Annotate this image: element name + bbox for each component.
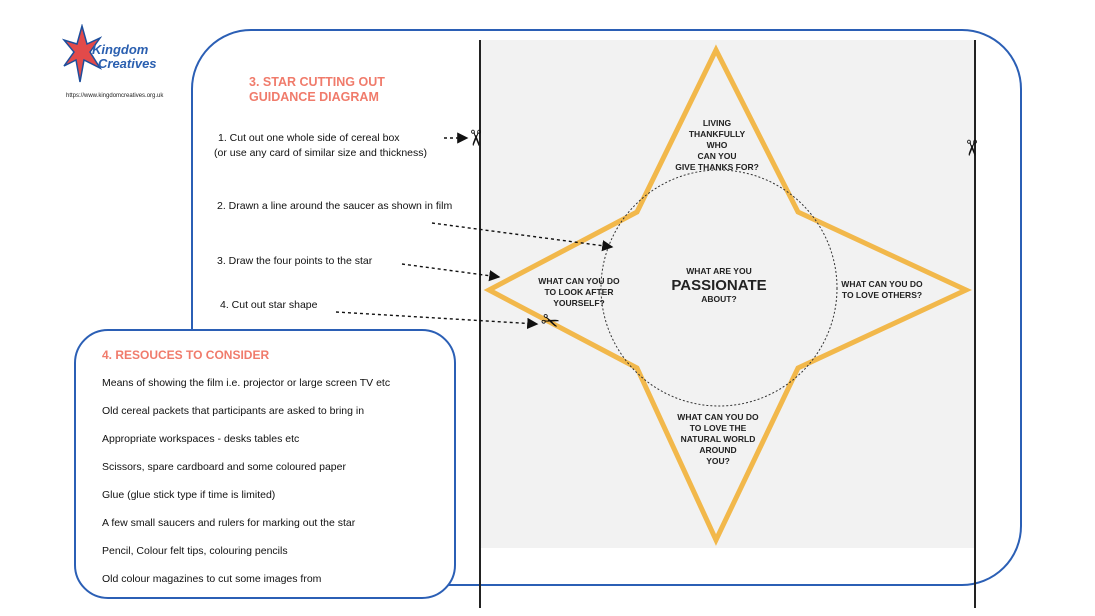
- star-center-text: WHAT ARE YOU PASSIONATE ABOUT?: [671, 266, 767, 304]
- list-item: Old colour magazines to cut some images …: [102, 573, 322, 585]
- resources-box: 4. RESOUCES TO CONSIDER Means of showing…: [74, 329, 456, 599]
- saucer-circle: [600, 169, 838, 407]
- list-item: Old cereal packets that participants are…: [102, 405, 365, 417]
- scissors-icon: ✂: [463, 128, 489, 148]
- step-4: 4. Cut out star shape: [220, 299, 318, 311]
- leader-line-step-3: [401, 263, 501, 282]
- star-right-text: WHAT CAN YOU DO TO LOVE OTHERS?: [841, 279, 923, 300]
- list-item: Scissors, spare cardboard and some colou…: [102, 461, 346, 473]
- star-outline: [483, 44, 972, 546]
- sheet-cut-line-right: [974, 40, 976, 608]
- list-item: Means of showing the film i.e. projector…: [102, 377, 391, 389]
- cereal-box-sheet: [480, 40, 976, 548]
- logo-text-line2: Creatives: [98, 56, 157, 71]
- logo-text-line1: Kingdom: [92, 42, 149, 57]
- leader-line-step-2: [431, 222, 614, 252]
- star-burst-icon: [62, 24, 102, 83]
- scissors-icon: ✂: [959, 138, 985, 158]
- step-3: 3. Draw the four points to the star: [217, 255, 373, 267]
- sheet-cut-line-left: [479, 40, 481, 608]
- logo-url[interactable]: https://www.kingdomcreatives.org.uk: [66, 93, 164, 99]
- list-item: Appropriate workspaces - desks tables et…: [102, 433, 300, 445]
- step-1: 1. Cut out one whole side of cereal box …: [214, 132, 427, 159]
- step-2: 2. Drawn a line around the saucer as sho…: [217, 200, 453, 212]
- list-item: Glue (glue stick type if time is limited…: [102, 489, 276, 501]
- list-item: A few small saucers and rulers for marki…: [102, 517, 356, 529]
- star-top-text: LIVING THANKFULLY WHO CAN YOU GIVE THANK…: [675, 118, 759, 172]
- star-bottom-text: WHAT CAN YOU DO TO LOVE THE NATURAL WORL…: [677, 412, 759, 466]
- star-left-text: WHAT CAN YOU DO TO LOOK AFTER YOURSELF?: [538, 276, 620, 308]
- leader-line-step-4: [335, 311, 539, 330]
- resources-title: 4. RESOUCES TO CONSIDER: [102, 348, 270, 362]
- list-item: Pencil, Colour felt tips, colouring penc…: [102, 545, 288, 557]
- resources-list: Means of showing the film i.e. projector…: [102, 376, 390, 600]
- guidance-title: 3. STAR CUTTING OUT GUIDANCE DIAGRAM: [249, 75, 385, 104]
- logo: Kingdom Creatives: [62, 24, 172, 84]
